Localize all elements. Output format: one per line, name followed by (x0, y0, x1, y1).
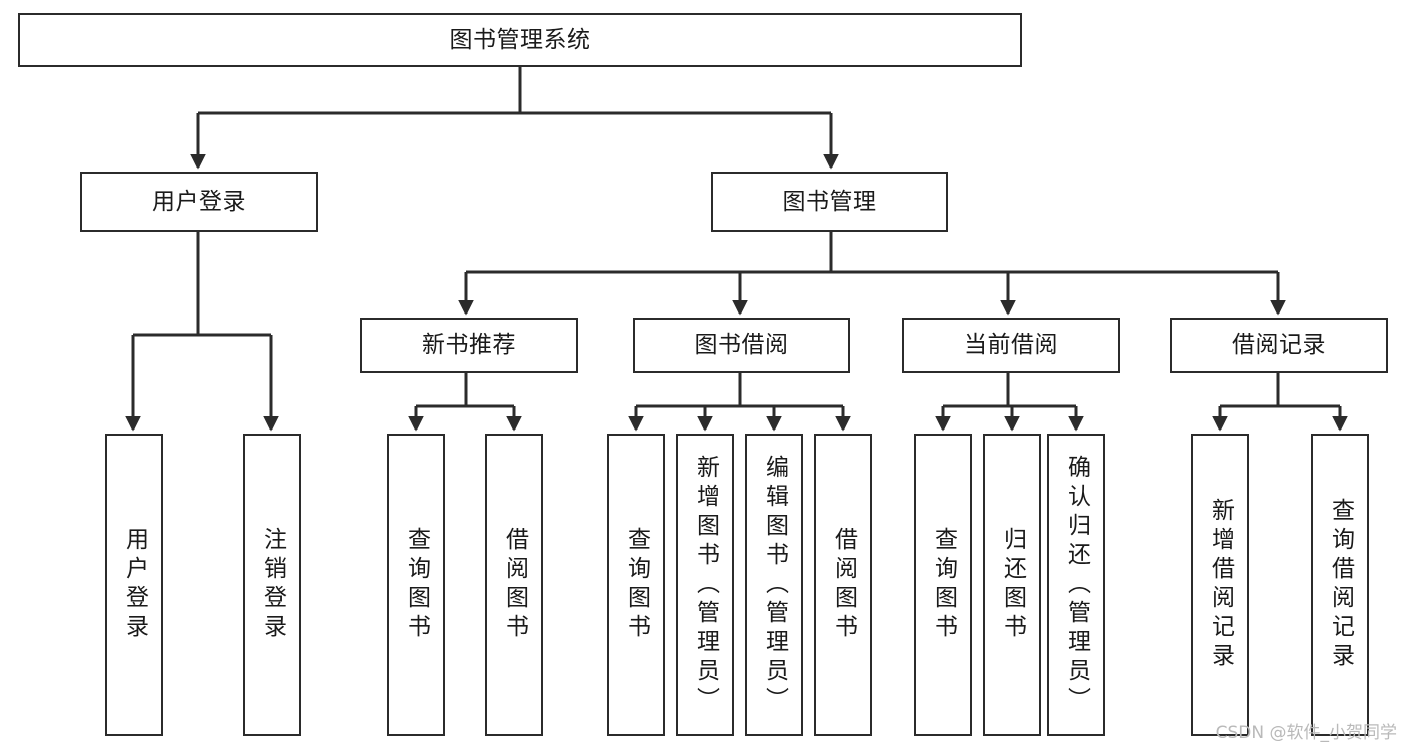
node-label: 新增借阅记录 (1207, 498, 1234, 672)
node-label: 当前借阅 (964, 332, 1058, 359)
node-book-borrow[interactable]: 图书借阅 (633, 318, 850, 373)
leaf-user-login-logout[interactable]: 注销登录 (243, 434, 301, 736)
node-label: 查询图书 (403, 527, 430, 643)
node-label: 借阅图书 (830, 527, 857, 643)
node-label: 新增图书（管理员） (692, 454, 719, 716)
node-root-system[interactable]: 图书管理系统 (18, 13, 1022, 67)
node-label: 注销登录 (259, 527, 286, 643)
node-label: 图书借阅 (694, 332, 789, 359)
node-label: 查询图书 (930, 527, 957, 643)
leaf-borrow-add-book-admin[interactable]: 新增图书（管理员） (676, 434, 734, 736)
node-label: 编辑图书（管理员） (761, 454, 788, 716)
leaf-current-query-book[interactable]: 查询图书 (914, 434, 972, 736)
node-book-management[interactable]: 图书管理 (711, 172, 948, 232)
node-user-login[interactable]: 用户登录 (80, 172, 318, 232)
leaf-current-confirm-return-admin[interactable]: 确认归还（管理员） (1047, 434, 1105, 736)
node-label: 归还图书 (999, 527, 1026, 643)
node-label: 借阅图书 (501, 527, 528, 643)
leaf-borrow-borrow-book[interactable]: 借阅图书 (814, 434, 872, 736)
node-label: 确认归还（管理员） (1063, 454, 1090, 716)
node-label: 查询图书 (623, 527, 650, 643)
node-label: 用户登录 (152, 188, 246, 215)
leaf-user-login-login[interactable]: 用户登录 (105, 434, 163, 736)
leaf-borrow-query-book[interactable]: 查询图书 (607, 434, 665, 736)
node-label: 查询借阅记录 (1327, 498, 1354, 672)
leaf-borrow-edit-book-admin[interactable]: 编辑图书（管理员） (745, 434, 803, 736)
node-label: 借阅记录 (1232, 332, 1326, 359)
node-label: 图书管理系统 (449, 26, 591, 53)
node-label: 图书管理 (782, 188, 877, 215)
leaf-recommend-query-book[interactable]: 查询图书 (387, 434, 445, 736)
node-label: 用户登录 (121, 527, 148, 643)
csdn-watermark: CSDN @软件_小贺同学 (1215, 723, 1397, 743)
leaf-current-return-book[interactable]: 归还图书 (983, 434, 1041, 736)
node-current-borrow[interactable]: 当前借阅 (902, 318, 1120, 373)
node-new-book-recommend[interactable]: 新书推荐 (360, 318, 578, 373)
leaf-recommend-borrow-book[interactable]: 借阅图书 (485, 434, 543, 736)
node-borrow-record[interactable]: 借阅记录 (1170, 318, 1388, 373)
node-label: 新书推荐 (422, 332, 516, 359)
leaf-record-add-record[interactable]: 新增借阅记录 (1191, 434, 1249, 736)
leaf-record-query-record[interactable]: 查询借阅记录 (1311, 434, 1369, 736)
